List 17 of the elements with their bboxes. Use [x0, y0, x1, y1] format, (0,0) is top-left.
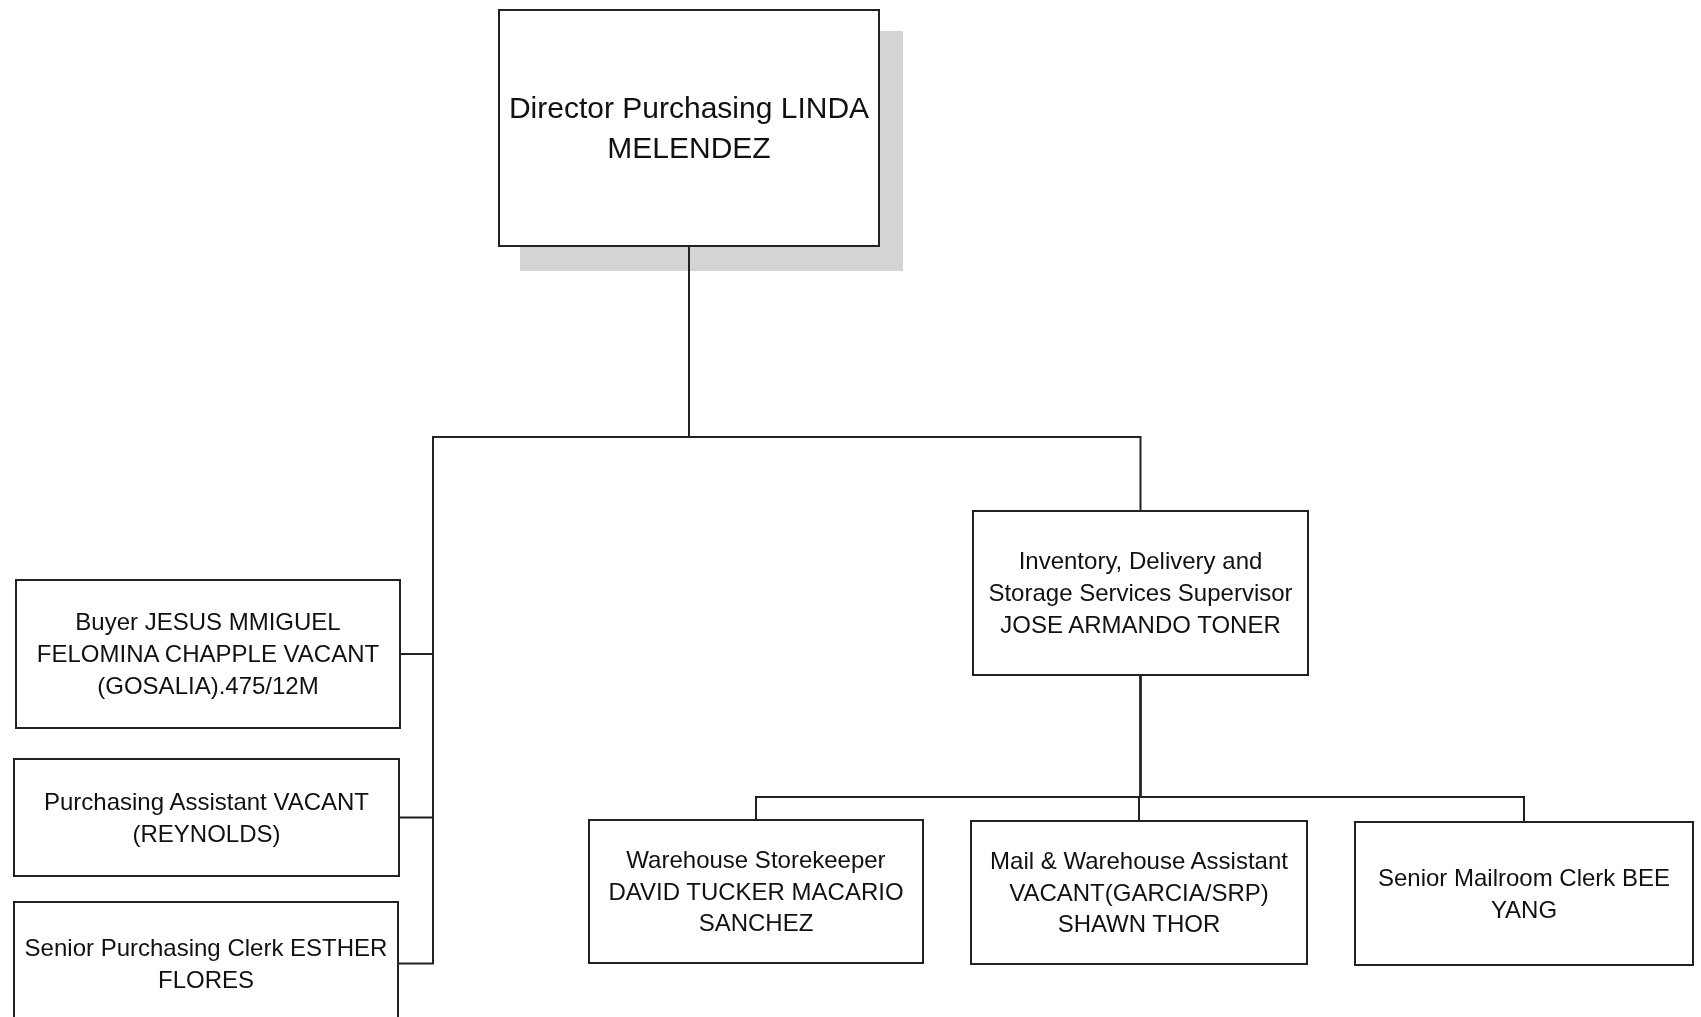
position-box	[13, 758, 400, 877]
position-box	[972, 510, 1309, 676]
position-title: Director Purchasing LINDA MELENDEZ	[508, 90, 870, 166]
position-title: Senior Purchasing Clerk ESTHER FLORES	[23, 932, 389, 995]
position-title: Mail & Warehouse Assistant VACANT(GARCIA/SRP) SHAWN THOR	[989, 845, 1289, 940]
position-box	[970, 820, 1308, 965]
connector-line	[1139, 675, 1525, 822]
position-box	[15, 579, 401, 729]
position-box	[13, 901, 399, 1017]
position-title: Warehouse Storekeeper DAVID TUCKER MACARIO SANCHEZ	[607, 844, 905, 939]
position-box	[1354, 821, 1694, 966]
position-box	[498, 9, 880, 247]
position-title: Purchasing Assistant VACANT (REYNOLDS)	[43, 786, 370, 849]
position-title: Senior Mailroom Clerk BEE YANG	[1376, 862, 1672, 925]
position-title: Inventory, Delivery and Storage Services Supervisor JOSE ARMANDO TONER	[987, 546, 1294, 640]
position-box	[588, 819, 924, 964]
position-title: Buyer JESUS MMIGUEL FELOMINA CHAPPLE VACANT (GOSALIA).475/12M	[35, 607, 381, 701]
